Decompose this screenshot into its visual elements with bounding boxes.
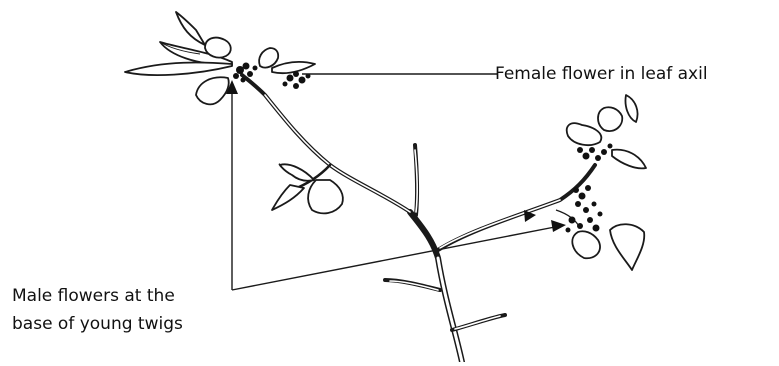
leaf bbox=[205, 38, 231, 58]
right-leaves bbox=[556, 95, 646, 270]
leaf bbox=[308, 180, 343, 213]
leaf bbox=[176, 12, 205, 45]
leaf bbox=[625, 95, 637, 122]
leaf bbox=[598, 107, 622, 131]
middle-leaves bbox=[272, 164, 343, 213]
leaf bbox=[612, 150, 646, 169]
leaf bbox=[567, 123, 602, 145]
male-flower-label-line-2: base of young twigs bbox=[12, 310, 183, 338]
leaf bbox=[280, 164, 315, 180]
branch-system bbox=[242, 75, 595, 362]
leaf bbox=[125, 62, 232, 75]
upper-left-leaves bbox=[125, 12, 315, 104]
leaf bbox=[610, 224, 644, 270]
male-flower-label: Male flowers at the base of young twigs bbox=[12, 282, 183, 338]
arrowhead-right bbox=[551, 220, 566, 232]
leaf bbox=[259, 48, 278, 68]
callout-arrowheads bbox=[226, 80, 566, 232]
leaf bbox=[272, 62, 315, 73]
male-flower-label-line-1: Male flowers at the bbox=[12, 282, 183, 310]
leaf bbox=[196, 77, 229, 104]
leaf bbox=[572, 231, 600, 258]
leaf bbox=[272, 185, 304, 210]
callout-lines bbox=[232, 74, 560, 290]
female-flower-label: Female flower in leaf axil bbox=[495, 60, 708, 88]
